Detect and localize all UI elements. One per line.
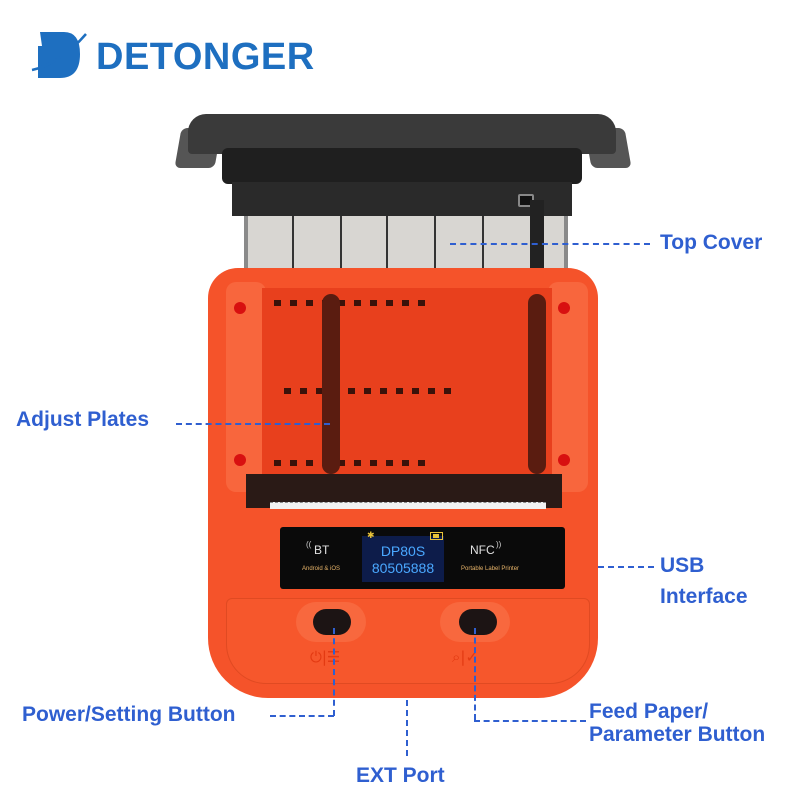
paper-compartment: [262, 288, 552, 488]
callout-usb-line1: USB: [660, 554, 705, 577]
slot-row: [274, 460, 425, 466]
adjust-plate-right[interactable]: [528, 294, 546, 474]
lcd-nfc-label: NFC: [470, 543, 495, 557]
cover-window: [244, 216, 568, 278]
power-leader-vertical: [333, 628, 335, 716]
callout-power-setting: Power/Setting Button: [22, 703, 236, 726]
feed-leader-horizontal: [474, 720, 586, 722]
feed-check-icon: ⌕|✓: [452, 648, 479, 666]
screw-icon: [558, 454, 570, 466]
tear-bar: [270, 502, 546, 509]
lcd-serial: 80505888: [371, 560, 435, 576]
screw-icon: [558, 302, 570, 314]
nfc-icon: )): [496, 540, 502, 549]
slot-row: [274, 300, 425, 306]
screw-icon: [234, 302, 246, 314]
callout-feed-line1: Feed Paper/: [589, 700, 709, 723]
callout-adjust-plates: Adjust Plates: [16, 408, 150, 431]
cover-arm: [530, 200, 544, 284]
top-cover-leader: [450, 243, 650, 245]
lcd-bt-sub: Android & iOS: [302, 566, 341, 572]
platen-roller: [222, 148, 582, 184]
battery-icon: [430, 532, 443, 540]
lcd-model: DP80S: [380, 543, 426, 559]
power-leader-horizontal: [270, 715, 334, 717]
wireless-icon: ((: [306, 540, 312, 549]
callout-ext-port: EXT Port: [356, 764, 445, 787]
power-menu-icon: ⏻|☰: [310, 648, 341, 666]
feed-parameter-button[interactable]: [459, 609, 497, 635]
body-side-left: [226, 282, 266, 492]
adjust-plates-leader: [176, 423, 330, 425]
lcd-nfc-sub: Portable Label Printer: [461, 566, 520, 572]
adjust-plate-left[interactable]: [322, 294, 340, 474]
slot-row: [284, 388, 451, 394]
callout-top-cover: Top Cover: [660, 231, 763, 254]
usb-leader: [598, 566, 654, 568]
lcd-bt-label: BT: [314, 543, 330, 557]
feed-leader-vertical: [474, 628, 476, 720]
cover-body: [232, 182, 572, 216]
brand-name: DETONGER: [96, 36, 315, 78]
lcd-screen: [362, 536, 444, 582]
button-panel: [226, 598, 590, 684]
power-setting-button[interactable]: [313, 609, 351, 635]
bluetooth-icon: ✱: [367, 530, 375, 540]
callout-usb-line2: Interface: [660, 585, 748, 608]
detonger-logo-icon: [31, 32, 87, 78]
brand-logo: DETONGER: [30, 24, 320, 84]
top-cover: [188, 114, 616, 154]
ext-port-leader: [406, 700, 408, 756]
screw-icon: [234, 454, 246, 466]
callout-feed-line2: Parameter Button: [589, 723, 766, 746]
